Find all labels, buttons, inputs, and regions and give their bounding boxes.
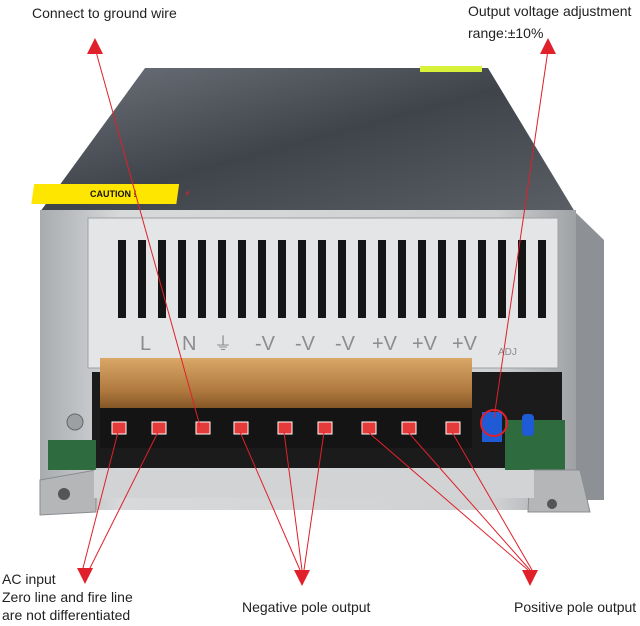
- ac-line-1: [81, 431, 119, 573]
- arrow-up-ground: [87, 38, 103, 54]
- terminal-labels: L N ⏚ -V -V -V +V +V +V ADJ: [140, 333, 517, 358]
- pcb: [505, 420, 565, 472]
- terminal-label-l: L: [140, 333, 151, 355]
- pos-line-1: [367, 431, 529, 571]
- ac-input-callout-line3: are not differentiated: [2, 607, 131, 623]
- voltage-adj-callout-line1: Output voltage adjustment: [468, 3, 632, 19]
- ac-input-callout-line1: AC input: [2, 571, 56, 587]
- terminal-label-pos-1: +V: [372, 333, 398, 355]
- voltage-adj-line: [493, 49, 549, 419]
- callout-lines: [81, 47, 549, 573]
- capacitor: [522, 414, 534, 436]
- caution-sticker: CAUTION ! ⚡: [31, 184, 191, 204]
- adj-label: ADJ: [498, 347, 517, 358]
- terminal-label-neg-1: -V: [255, 333, 276, 355]
- arrow-up-voltage: [540, 38, 556, 54]
- terminal-label-pos-3: +V: [452, 333, 478, 355]
- terminal-label-neg-3: -V: [335, 333, 356, 355]
- neg-line-2: [283, 431, 303, 571]
- arrow-down-negative: [294, 570, 310, 586]
- pos-line-3: [451, 431, 533, 571]
- top-sticker: [420, 66, 482, 72]
- terminal-label-neg-2: -V: [295, 333, 316, 355]
- ac-input-callout-line2: Zero line and fire line: [2, 589, 133, 605]
- screw-l: [111, 421, 127, 435]
- arrow-down-positive: [522, 570, 538, 586]
- screw-neg-2: [277, 421, 293, 435]
- arrow-down-ac: [77, 568, 93, 584]
- screw-pos-1: [361, 421, 377, 435]
- screw-n: [151, 421, 167, 435]
- positive-callout: Positive pole output: [514, 599, 637, 615]
- voltage-adj-callout: Output voltage adjustment range:±10%: [468, 0, 631, 44]
- pot-highlight-circle: [480, 409, 508, 437]
- neg-line-3: [303, 431, 325, 571]
- svg-text:CAUTION !: CAUTION !: [90, 189, 137, 199]
- ac-input-callout: AC input Zero line and fire line are not…: [2, 570, 133, 624]
- svg-text:⚡: ⚡: [184, 189, 191, 200]
- pos-line-2: [407, 431, 531, 571]
- screw-neg-1: [233, 421, 249, 435]
- screw-ground: [195, 421, 211, 435]
- casing-side: [575, 212, 604, 500]
- terminal-label-pos-2: +V: [412, 333, 438, 355]
- terminal-label-n: N: [182, 333, 196, 355]
- negative-callout: Negative pole output: [242, 599, 371, 615]
- pcb-left: [48, 440, 96, 470]
- voltage-pot: [480, 409, 534, 442]
- ground-line: [94, 47, 201, 427]
- callout-arrows: [77, 38, 556, 586]
- ac-line-2: [87, 431, 159, 573]
- casing-bottom-edge: [94, 470, 534, 498]
- screw-neg-3: [317, 421, 333, 435]
- terminal-label-ground: ⏚: [214, 334, 232, 354]
- terminal-screws: [111, 421, 461, 435]
- neg-line-1: [239, 431, 301, 571]
- screw-pos-3: [445, 421, 461, 435]
- screw-pos-2: [401, 421, 417, 435]
- casing-top: [40, 68, 575, 212]
- vent-slots: [118, 240, 546, 318]
- voltage-adj-callout-line2: range:±10%: [468, 25, 544, 41]
- ground-callout: Connect to ground wire: [32, 5, 177, 21]
- mounting-feet: [39, 413, 591, 516]
